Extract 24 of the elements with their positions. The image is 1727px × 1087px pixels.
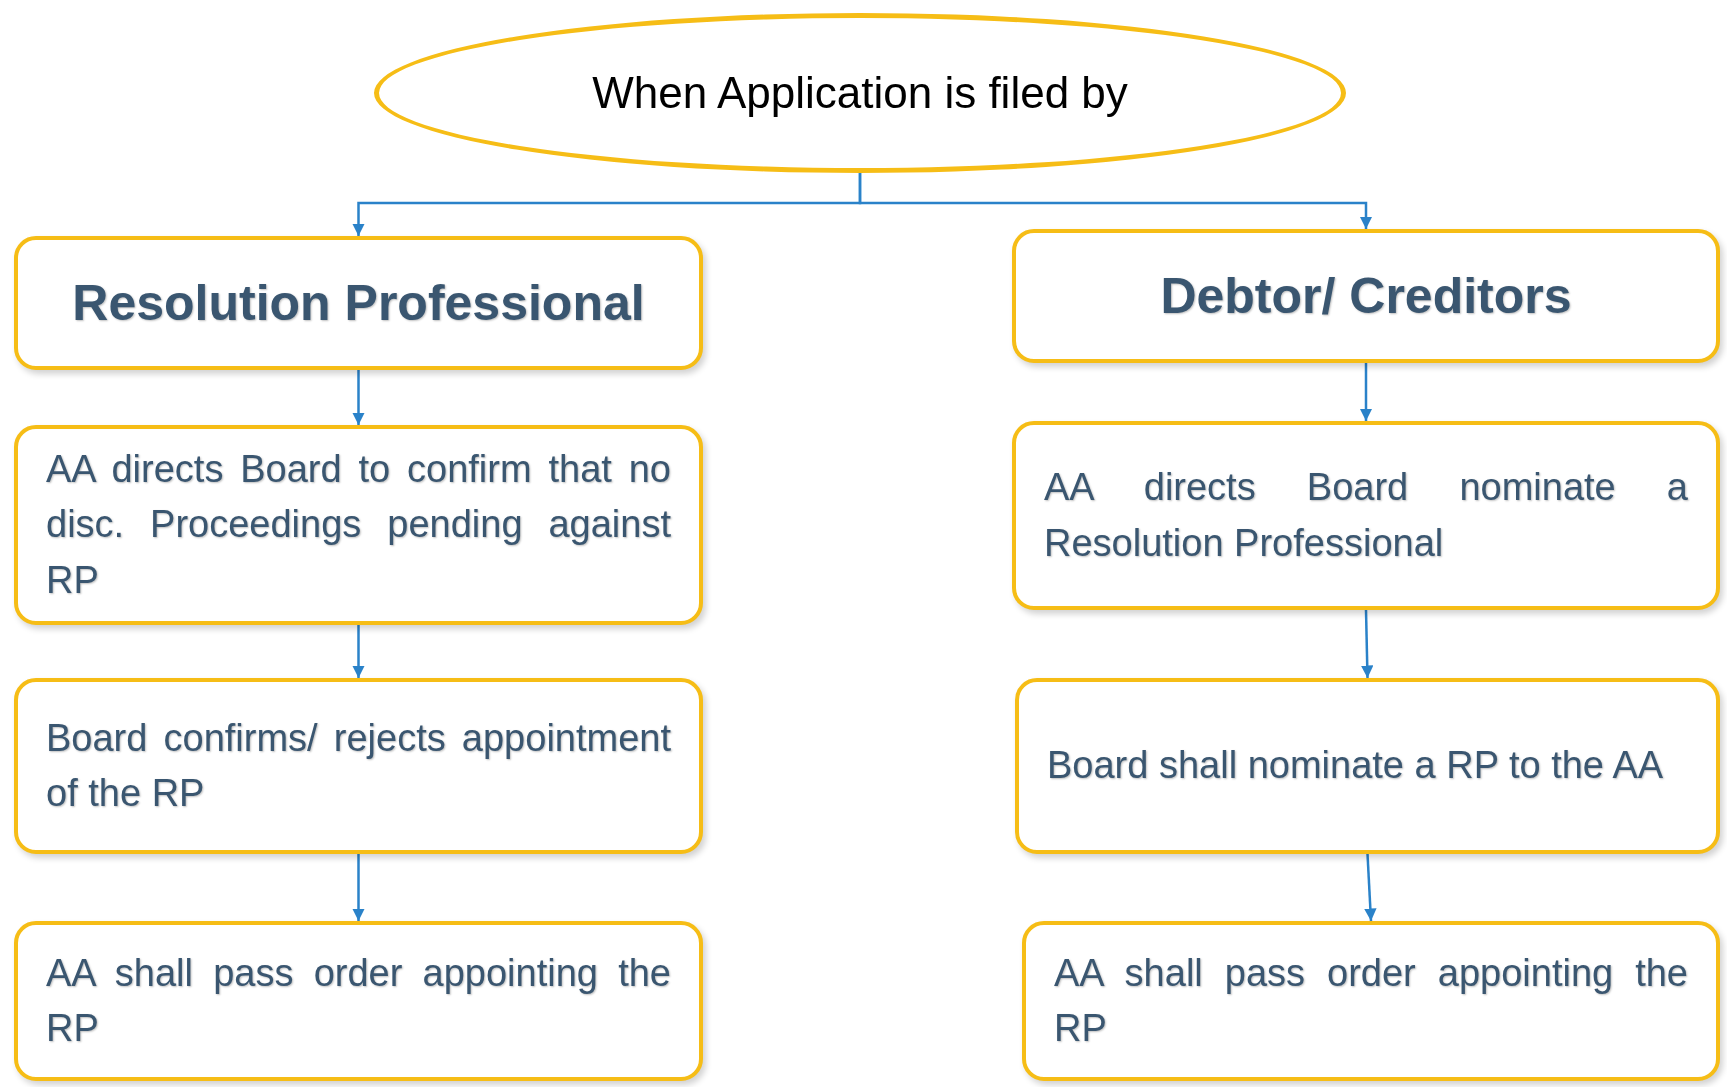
heading-text: Debtor/ Creditors (1159, 266, 1573, 326)
process-box (1015, 678, 1720, 854)
node-text: AA directs Board to confirm that no disc. Proceedings pending against RP (46, 447, 671, 603)
process-box (14, 425, 703, 625)
node-text: AA shall pass order appointing the RP (1054, 950, 1688, 1051)
node-text: Board shall nominate a RP to the AA (1047, 743, 1665, 789)
arrow (352, 370, 365, 425)
node-text: AA shall pass order appointing the RP (46, 950, 671, 1051)
process-box (1012, 421, 1720, 610)
heading-box (1012, 229, 1720, 363)
arrow (1361, 609, 1374, 679)
process-box (1022, 921, 1720, 1081)
heading-text: Resolution Professional (71, 273, 646, 333)
process-box (14, 921, 703, 1081)
process-box (14, 678, 703, 854)
heading-box (14, 236, 703, 370)
node-text: When Application is filed by (591, 67, 1129, 120)
node-text: AA directs Board nominate a Resolution Professional (1044, 465, 1688, 566)
arrow (858, 173, 1373, 229)
arrow (352, 625, 365, 678)
arrow (352, 854, 365, 921)
arrow (1359, 363, 1373, 421)
node-text: Board confirms/ rejects appointment of the RP (46, 715, 671, 816)
arrow (1364, 853, 1377, 922)
